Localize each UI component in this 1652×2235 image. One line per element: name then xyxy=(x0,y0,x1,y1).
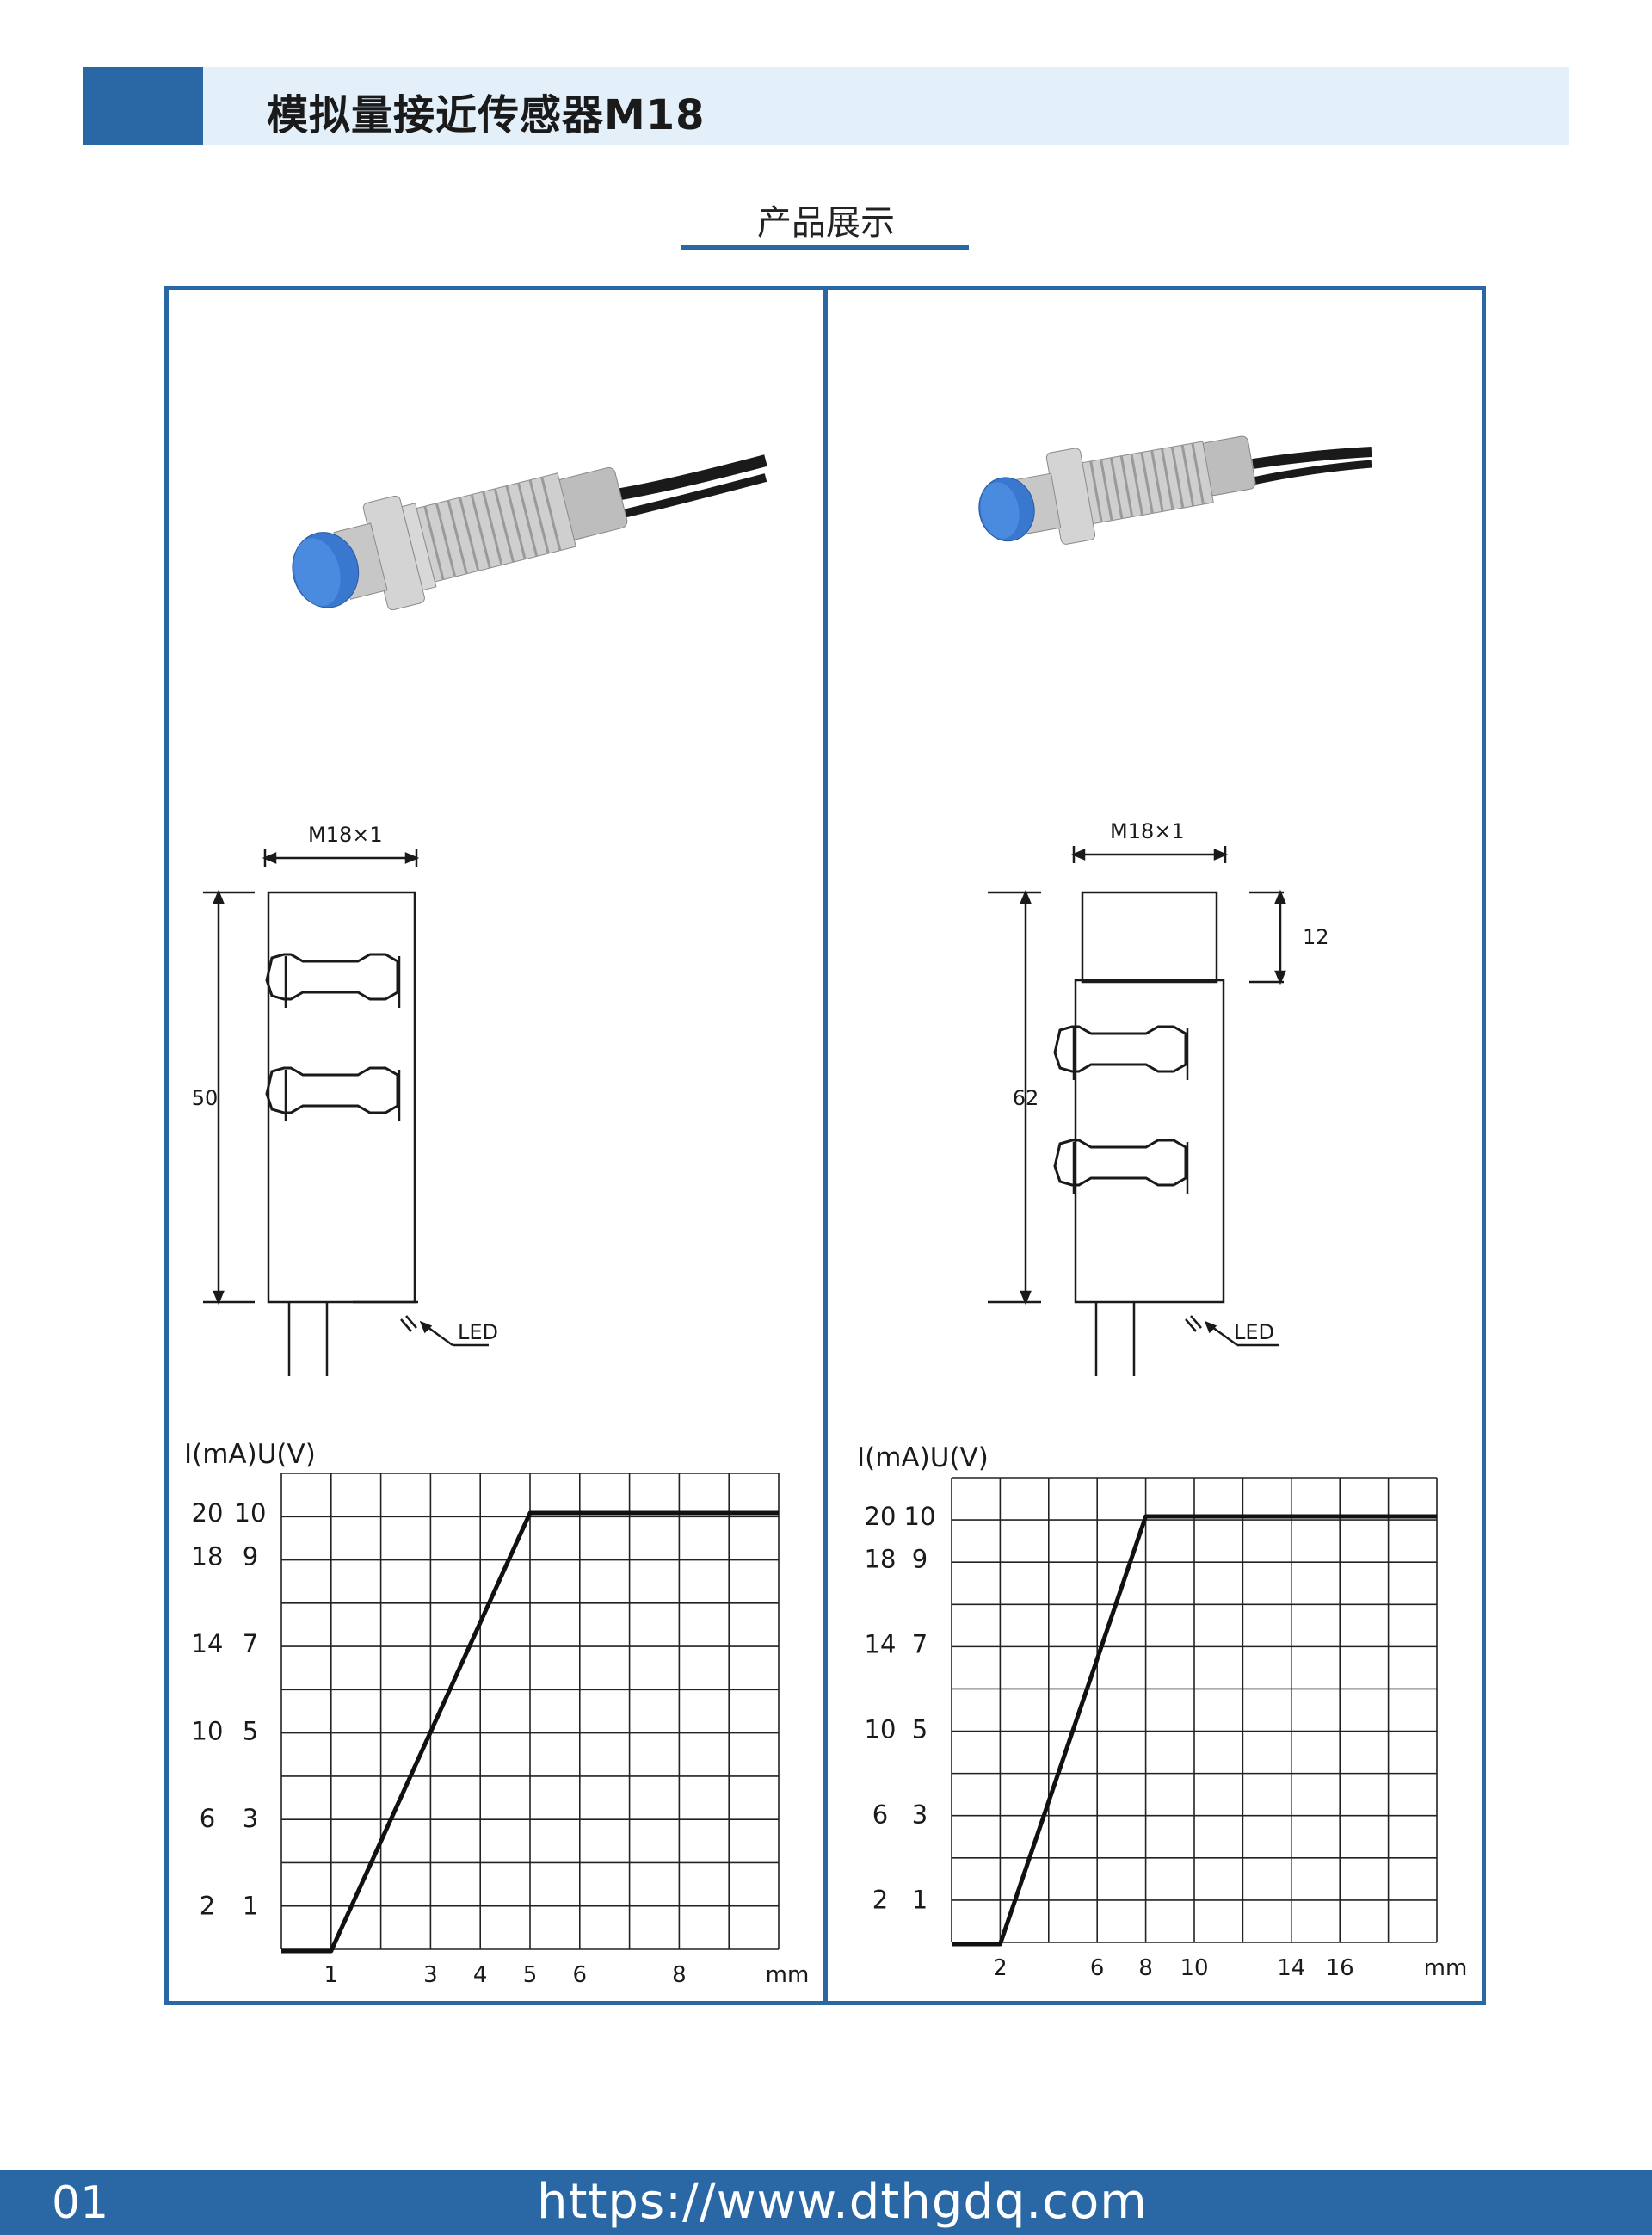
y-tick-label-voltage: 7 xyxy=(912,1630,928,1659)
length-label: 62 xyxy=(1013,1086,1039,1110)
y-tick-label-voltage: 1 xyxy=(912,1886,928,1915)
x-tick-label: 8 xyxy=(672,1962,687,1988)
x-tick-label: 6 xyxy=(573,1962,588,1988)
x-tick-label: 14 xyxy=(1277,1955,1305,1981)
dimension-drawing xyxy=(203,849,489,1376)
header-accent-block xyxy=(83,67,203,145)
output-curve-line xyxy=(281,1510,779,1954)
y-tick-label-current: 10 xyxy=(192,1717,224,1746)
y-tick-label-voltage: 5 xyxy=(912,1715,928,1744)
x-tick-label: 3 xyxy=(423,1962,438,1988)
thread-label: M18×1 xyxy=(1110,819,1185,843)
x-unit-label: mm xyxy=(1424,1955,1468,1981)
y-tick-label-current: 20 xyxy=(865,1502,897,1531)
header-bar xyxy=(203,67,1569,145)
y-tick-label-voltage: 9 xyxy=(912,1545,928,1574)
y-tick-label-current: 10 xyxy=(865,1715,897,1744)
x-unit-label: mm xyxy=(766,1962,810,1988)
x-tick-label: 16 xyxy=(1326,1955,1354,1981)
y-tick-label-voltage: 5 xyxy=(243,1717,258,1746)
y-tick-label-current: 18 xyxy=(192,1542,224,1571)
sensor-photo-icon xyxy=(978,435,1372,545)
x-tick-label: 6 xyxy=(1090,1955,1105,1981)
y-tick-label-voltage: 10 xyxy=(904,1502,936,1531)
y-tick-label-current: 20 xyxy=(192,1498,224,1528)
page-number: 01 xyxy=(52,2177,109,2229)
x-tick-label: 1 xyxy=(324,1962,339,1988)
footer-bar xyxy=(0,2170,1652,2235)
output-curve-line xyxy=(952,1514,1437,1947)
section-title-underline xyxy=(681,245,969,250)
y-tick-label-voltage: 3 xyxy=(912,1800,928,1830)
y-tick-label-current: 14 xyxy=(865,1630,897,1659)
sensor-photo-icon xyxy=(292,454,767,611)
y-tick-label-current: 14 xyxy=(192,1629,224,1658)
x-tick-label: 4 xyxy=(473,1962,488,1988)
y-tick-label-current: 6 xyxy=(200,1804,215,1833)
page-title: 模拟量接近传感器M18 xyxy=(267,91,706,139)
x-tick-label: 10 xyxy=(1180,1955,1208,1981)
led-label: LED xyxy=(458,1320,498,1344)
x-tick-label: 5 xyxy=(523,1962,538,1988)
chart-ylabel: I(mA)U(V) xyxy=(857,1442,989,1473)
chart-ylabel: I(mA)U(V) xyxy=(184,1439,316,1470)
y-tick-label-voltage: 7 xyxy=(243,1629,258,1658)
y-tick-label-voltage: 9 xyxy=(243,1542,258,1571)
y-tick-label-current: 2 xyxy=(872,1886,888,1915)
frame-divider xyxy=(823,286,828,2005)
y-tick-label-voltage: 10 xyxy=(235,1498,267,1528)
led-label: LED xyxy=(1234,1320,1274,1344)
y-tick-label-voltage: 3 xyxy=(243,1804,258,1833)
length-label: 50 xyxy=(192,1086,219,1110)
website-link[interactable]: https://www.dthgdq.com xyxy=(537,2174,1148,2230)
thread-label: M18×1 xyxy=(308,823,383,847)
cap-length-label: 12 xyxy=(1303,925,1329,949)
x-tick-label: 2 xyxy=(993,1955,1008,1981)
y-tick-label-current: 18 xyxy=(865,1545,897,1574)
y-tick-label-current: 2 xyxy=(200,1891,215,1920)
y-tick-label-current: 6 xyxy=(872,1800,888,1830)
x-tick-label: 8 xyxy=(1138,1955,1153,1981)
dimension-drawing xyxy=(988,846,1286,1376)
y-tick-label-voltage: 1 xyxy=(243,1891,258,1920)
section-title: 产品展示 xyxy=(757,203,895,243)
